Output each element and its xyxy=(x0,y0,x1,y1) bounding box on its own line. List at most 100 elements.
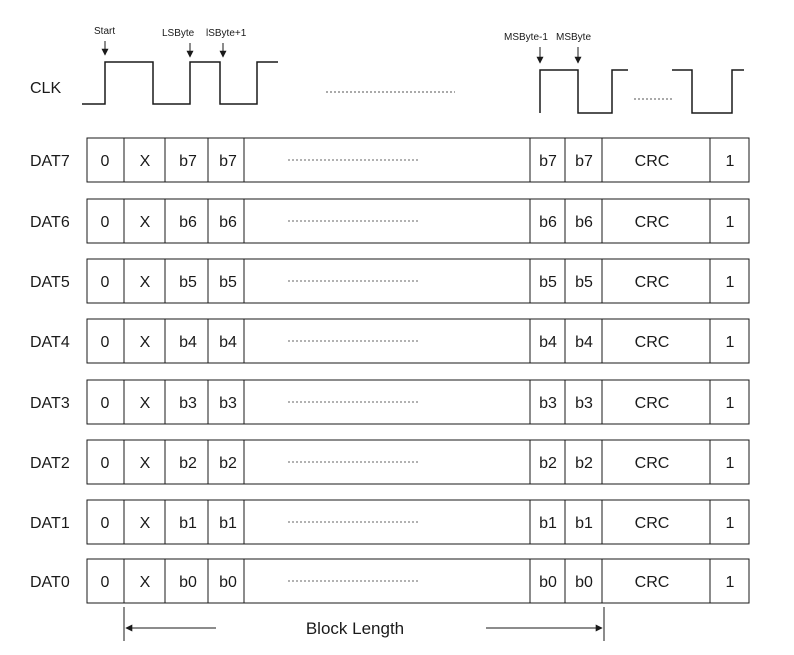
cell-start: 0 xyxy=(101,574,110,591)
data-frame-box xyxy=(86,137,750,183)
cell-crc: CRC xyxy=(635,334,670,351)
data-line-label: DAT0 xyxy=(30,574,70,591)
cell-start: 0 xyxy=(101,334,110,351)
cell-end: 1 xyxy=(726,395,735,412)
cell-bit-d: b6 xyxy=(575,214,593,231)
start-marker-label: Start xyxy=(94,26,115,37)
cell-bit-a: b3 xyxy=(179,395,197,412)
cell-bit-b: b5 xyxy=(219,274,237,291)
data-line-label: DAT1 xyxy=(30,515,70,532)
cell-end: 1 xyxy=(726,153,735,170)
cell-bit-b: b1 xyxy=(219,515,237,532)
cell-x: X xyxy=(140,515,151,532)
cell-bit-a: b7 xyxy=(179,153,197,170)
cell-crc: CRC xyxy=(635,574,670,591)
cell-bit-c: b3 xyxy=(539,395,557,412)
cell-bit-b: b7 xyxy=(219,153,237,170)
data-frame-box xyxy=(86,499,750,545)
cell-bit-c: b4 xyxy=(539,334,557,351)
cell-bit-b: b6 xyxy=(219,214,237,231)
data-line-label: DAT6 xyxy=(30,214,70,231)
cell-bit-c: b1 xyxy=(539,515,557,532)
clk-waveform-right xyxy=(539,69,628,114)
cell-end: 1 xyxy=(726,455,735,472)
cell-x: X xyxy=(140,274,151,291)
data-line-label: DAT4 xyxy=(30,334,70,351)
clk-waveform-left xyxy=(82,61,278,105)
data-frame-box xyxy=(86,558,750,604)
cell-start: 0 xyxy=(101,455,110,472)
cell-crc: CRC xyxy=(635,395,670,412)
clk-waveform-tail xyxy=(672,69,744,114)
cell-start: 0 xyxy=(101,395,110,412)
cell-end: 1 xyxy=(726,515,735,532)
cell-bit-c: b0 xyxy=(539,574,557,591)
cell-x: X xyxy=(140,395,151,412)
cell-bit-b: b3 xyxy=(219,395,237,412)
data-frame-box xyxy=(86,439,750,485)
cell-x: X xyxy=(140,334,151,351)
cell-crc: CRC xyxy=(635,515,670,532)
cell-crc: CRC xyxy=(635,455,670,472)
data-line-label: DAT3 xyxy=(30,395,70,412)
msbyte-marker-label: MSByte xyxy=(556,32,591,43)
cell-start: 0 xyxy=(101,214,110,231)
clock-section: CLK Start LSByte lSByte+1 MSByte-1 MSByt… xyxy=(30,26,744,114)
cell-end: 1 xyxy=(726,334,735,351)
data-line-label: DAT5 xyxy=(30,274,70,291)
block-length-indicator: Block Length xyxy=(123,607,605,641)
clk-label: CLK xyxy=(30,80,61,97)
block-length-label: Block Length xyxy=(306,619,404,638)
cell-crc: CRC xyxy=(635,153,670,170)
cell-end: 1 xyxy=(726,574,735,591)
cell-bit-c: b2 xyxy=(539,455,557,472)
cell-bit-d: b2 xyxy=(575,455,593,472)
cell-bit-b: b4 xyxy=(219,334,237,351)
cell-bit-c: b7 xyxy=(539,153,557,170)
cell-x: X xyxy=(140,574,151,591)
cell-bit-c: b5 xyxy=(539,274,557,291)
cell-bit-a: b6 xyxy=(179,214,197,231)
cell-bit-b: b2 xyxy=(219,455,237,472)
cell-crc: CRC xyxy=(635,274,670,291)
cell-start: 0 xyxy=(101,153,110,170)
cell-bit-d: b4 xyxy=(575,334,593,351)
cell-bit-a: b4 xyxy=(179,334,197,351)
cell-x: X xyxy=(140,153,151,170)
cell-bit-d: b5 xyxy=(575,274,593,291)
lsbyte-marker-label: LSByte xyxy=(162,28,195,39)
cell-bit-a: b0 xyxy=(179,574,197,591)
lsbyte-plus-1-marker-label: lSByte+1 xyxy=(206,28,247,39)
cell-bit-a: b1 xyxy=(179,515,197,532)
cell-bit-d: b7 xyxy=(575,153,593,170)
cell-bit-d: b0 xyxy=(575,574,593,591)
cell-crc: CRC xyxy=(635,214,670,231)
data-frame-box xyxy=(86,258,750,304)
msbyte-minus-1-marker-label: MSByte-1 xyxy=(504,32,548,43)
cell-x: X xyxy=(140,214,151,231)
cell-bit-a: b2 xyxy=(179,455,197,472)
cell-end: 1 xyxy=(726,274,735,291)
cell-start: 0 xyxy=(101,274,110,291)
cell-bit-b: b0 xyxy=(219,574,237,591)
data-frame-box xyxy=(86,318,750,364)
cell-x: X xyxy=(140,455,151,472)
cell-bit-a: b5 xyxy=(179,274,197,291)
cell-bit-c: b6 xyxy=(539,214,557,231)
cell-bit-d: b3 xyxy=(575,395,593,412)
data-frame-box xyxy=(86,379,750,425)
cell-start: 0 xyxy=(101,515,110,532)
cell-end: 1 xyxy=(726,214,735,231)
data-line-label: DAT2 xyxy=(30,455,70,472)
cell-bit-d: b1 xyxy=(575,515,593,532)
